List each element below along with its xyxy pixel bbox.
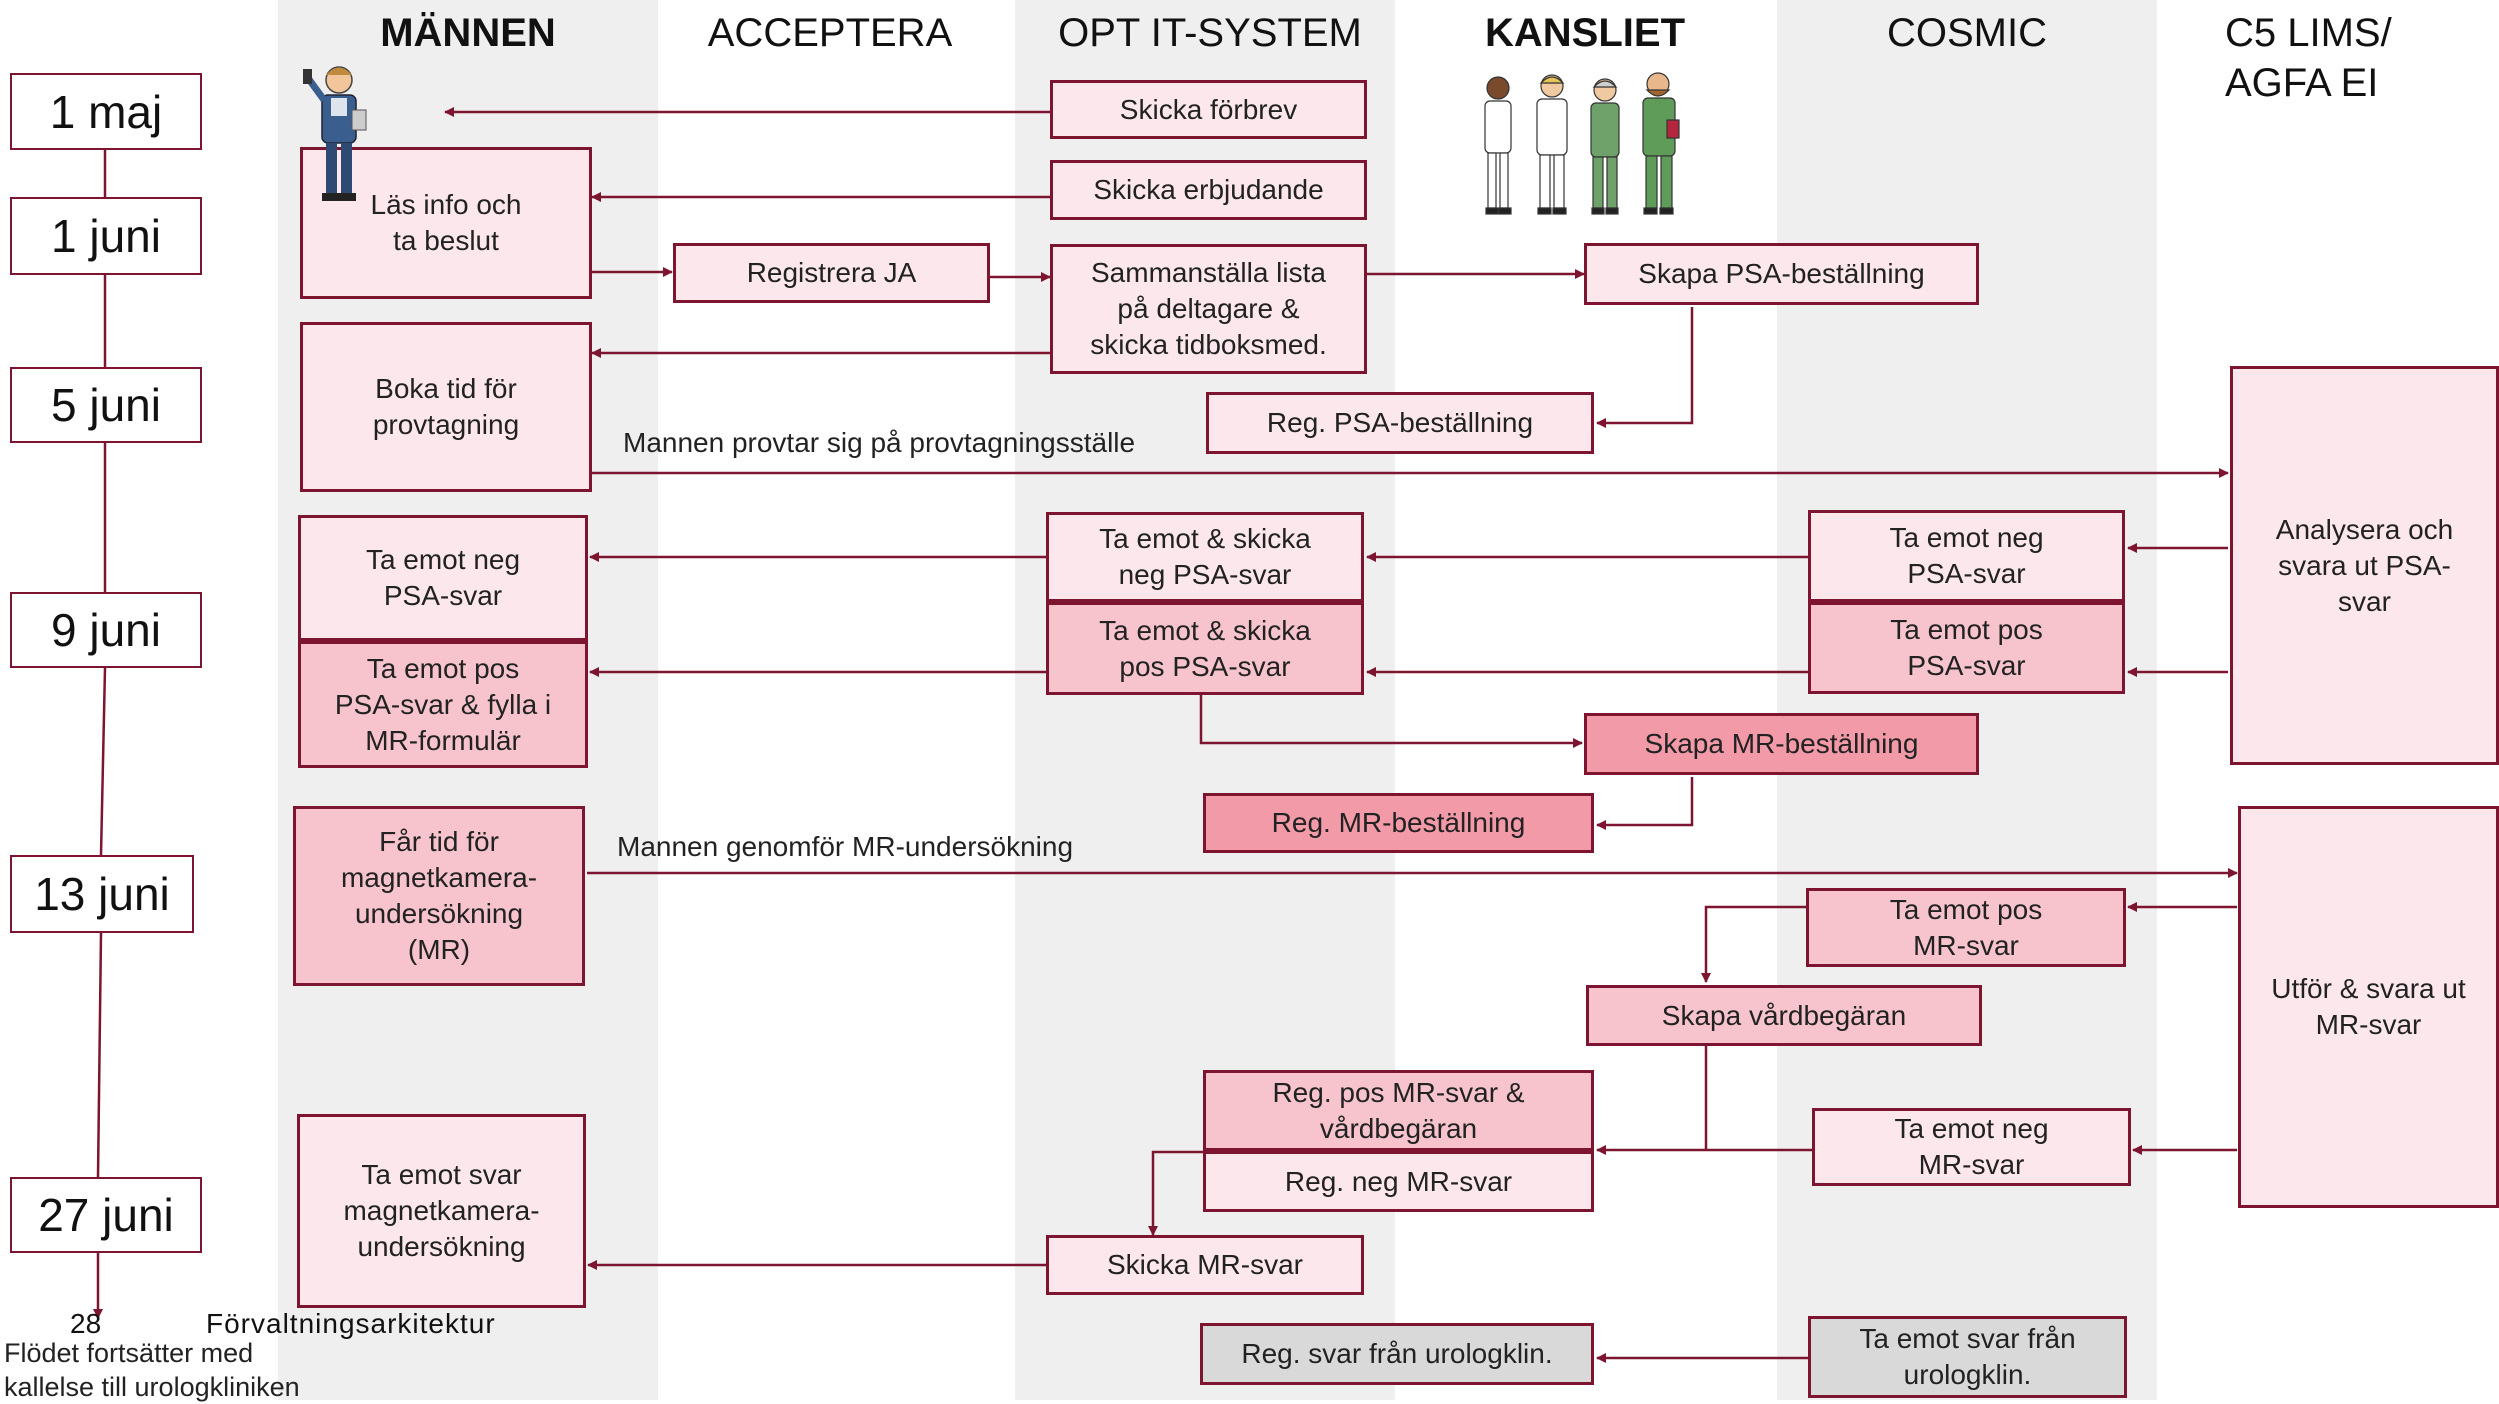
page-number: 28 — [70, 1308, 102, 1339]
box-reg-pos-mr-svar: Reg. pos MR-svar & vårdbegäran — [1203, 1070, 1594, 1151]
note-provtagning: Mannen provtar sig på provtagningsställe — [623, 427, 1136, 458]
box-reg-neg-mr-svar: Reg. neg MR-svar — [1203, 1151, 1594, 1212]
man-with-phone-icon — [303, 66, 367, 201]
box-utfor-mr: Utför & svara ut MR-svar — [2238, 806, 2499, 1208]
date-5-juni: 5 juni — [10, 367, 202, 443]
box-skapa-psa-bestallning: Skapa PSA-beställning — [1584, 243, 1979, 305]
box-sammanstalla-lista: Sammanställa lista på deltagare & skicka… — [1050, 244, 1367, 374]
box-reg-mr-bestallning: Reg. MR-beställning — [1203, 793, 1594, 853]
staff-group-icon — [1484, 72, 1680, 215]
lane-header-kansliet: KANSLIET — [1485, 11, 1685, 55]
date-13-juni: 13 juni — [10, 855, 194, 933]
lane-header-cosmic: COSMIC — [1887, 11, 2047, 55]
box-skapa-vardbegaran: Skapa vårdbegäran — [1586, 985, 1982, 1046]
box-cosmic-ta-emot-pos-psa: Ta emot pos PSA-svar — [1808, 602, 2125, 694]
arrow-skapa-mr-to-reg — [1596, 777, 1694, 830]
date-1-juni: 1 juni — [10, 197, 202, 275]
box-registrera-ja: Registrera JA — [673, 243, 990, 303]
date-27-juni: 27 juni — [10, 1177, 202, 1253]
lane-header-acceptera: ACCEPTERA — [707, 11, 953, 55]
box-cosmic-ta-emot-svar-urolog: Ta emot svar från urologklin. — [1808, 1316, 2127, 1398]
lane-header-c5-lims: C5 LIMS/ AGFA EI — [2225, 11, 2392, 105]
box-ta-emot-svar-mr: Ta emot svar magnetkamera- undersökning — [297, 1114, 586, 1308]
arrow-reg-to-skicka-mr — [1148, 1150, 1205, 1236]
date-1-maj: 1 maj — [10, 73, 202, 150]
box-ta-emot-skicka-neg-psa: Ta emot & skicka neg PSA-svar — [1046, 512, 1364, 602]
box-ta-emot-pos-psa-man: Ta emot pos PSA-svar & fylla i MR-formul… — [298, 641, 588, 768]
box-skicka-forbrev: Skicka förbrev — [1050, 80, 1367, 139]
arrow-skapa-psa-to-reg — [1596, 307, 1694, 428]
arrow-opt-to-skapa-mr — [1199, 695, 1583, 748]
box-skicka-erbjudande: Skicka erbjudande — [1050, 160, 1367, 220]
date-9-juni: 9 juni — [10, 592, 202, 668]
box-reg-svar-urologklin: Reg. svar från urologklin. — [1200, 1323, 1594, 1385]
timeline-segment — [96, 932, 103, 1178]
timeline-segment — [99, 667, 107, 856]
box-reg-psa-bestallning: Reg. PSA-beställning — [1206, 392, 1594, 454]
box-ta-emot-neg-psa-man: Ta emot neg PSA-svar — [298, 515, 588, 641]
box-cosmic-ta-emot-pos-mr: Ta emot pos MR-svar — [1806, 888, 2126, 967]
continuation-note: Flödet fortsätter med kallelse till urol… — [4, 1338, 300, 1402]
box-cosmic-ta-emot-neg-psa: Ta emot neg PSA-svar — [1808, 510, 2125, 602]
box-skicka-mr-svar: Skicka MR-svar — [1046, 1235, 1364, 1295]
box-analysera-psa: Analysera och svara ut PSA- svar — [2230, 366, 2499, 765]
box-ta-emot-skicka-pos-psa: Ta emot & skicka pos PSA-svar — [1046, 602, 1364, 695]
box-boka-tid: Boka tid för provtagning — [300, 322, 592, 492]
arrow-cos-pos-mr-to-vard — [1701, 905, 1806, 983]
footer-title: Förvaltningsarkitektur — [206, 1308, 496, 1339]
box-far-tid-mr: Får tid för magnetkamera- undersökning (… — [293, 806, 585, 986]
lane-header-opt-it-system: OPT IT-SYSTEM — [1058, 11, 1362, 55]
box-skapa-mr-bestallning: Skapa MR-beställning — [1584, 713, 1979, 775]
box-cosmic-ta-emot-neg-mr: Ta emot neg MR-svar — [1812, 1108, 2131, 1186]
note-mr-undersokning: Mannen genomför MR-undersökning — [617, 831, 1074, 862]
lane-header-mannen: MÄNNEN — [380, 11, 556, 55]
